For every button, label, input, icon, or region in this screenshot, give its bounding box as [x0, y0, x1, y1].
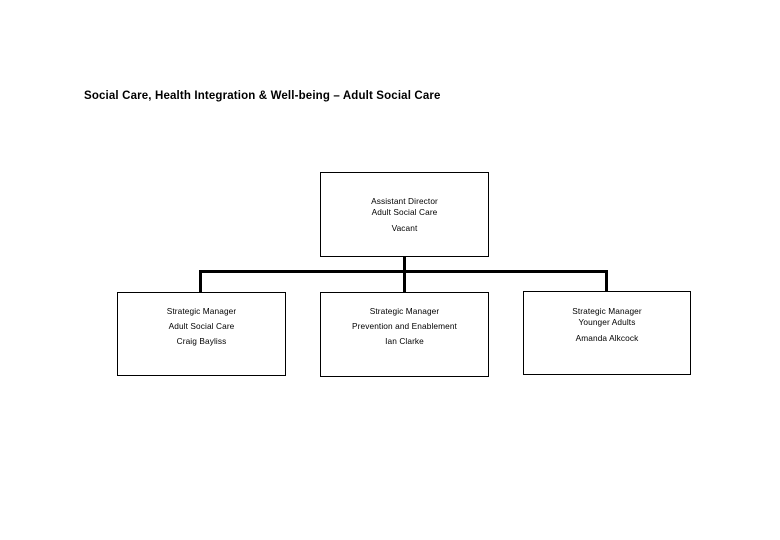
connector-drop-child-2 [605, 272, 608, 291]
connector-stem [403, 257, 406, 273]
org-node-role: Strategic Manager [572, 306, 642, 316]
org-node-strategic-manager-younger-adults[interactable]: Strategic Manager Younger Adults Amanda … [523, 291, 691, 375]
org-node-person: Craig Bayliss [176, 336, 227, 346]
org-node-department: Younger Adults [578, 317, 636, 327]
org-node-person: Vacant [391, 223, 418, 233]
org-node-strategic-manager-adult-social-care[interactable]: Strategic Manager Adult Social Care Crai… [117, 292, 286, 376]
page-title: Social Care, Health Integration & Well-b… [84, 90, 441, 102]
connector-horizontal-bus [199, 270, 608, 273]
connector-drop-child-1 [403, 272, 406, 292]
org-node-person: Amanda Alkcock [575, 333, 639, 343]
connector-drop-child-0 [199, 272, 202, 292]
org-node-department: Adult Social Care [371, 207, 438, 217]
org-node-department: Prevention and Enablement [352, 321, 457, 331]
org-node-role: Assistant Director [371, 196, 438, 206]
org-node-strategic-manager-prevention-and-enablement[interactable]: Strategic Manager Prevention and Enablem… [320, 292, 489, 377]
org-node-role: Strategic Manager [369, 306, 440, 316]
org-node-assistant-director[interactable]: Assistant Director Adult Social Care Vac… [320, 172, 489, 257]
org-node-role: Strategic Manager [166, 306, 237, 316]
org-node-person: Ian Clarke [385, 336, 424, 346]
org-node-department: Adult Social Care [168, 321, 235, 331]
